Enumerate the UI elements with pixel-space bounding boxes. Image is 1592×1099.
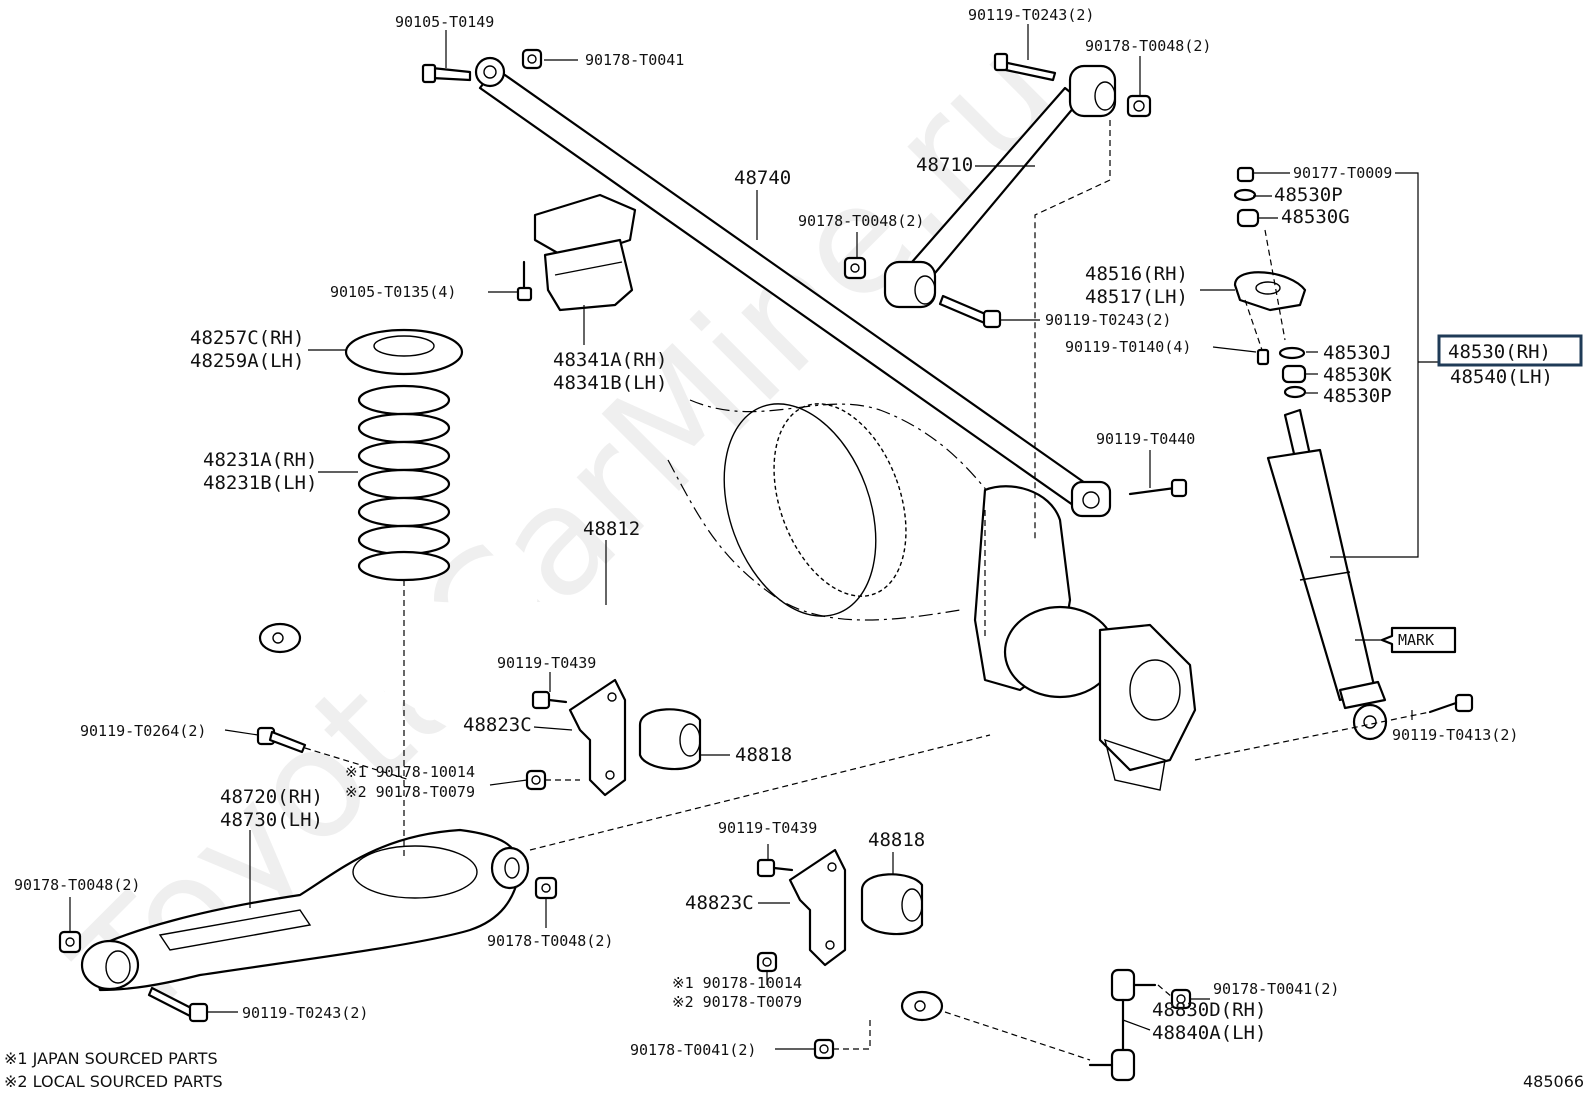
nut-90178-10014-a[interactable] [525,769,547,791]
bolt-90119-T0439-b[interactable] [756,858,794,878]
label-48517: 48517(LH) [1085,286,1188,308]
bolt-90105-T0135[interactable] [516,260,533,302]
washer-48530P-top[interactable] [1233,188,1257,202]
label-48730: 48730(LH) [220,809,323,831]
nut-90178-T0041-bot[interactable] [813,1038,835,1060]
label-90119-T0439-a: 90119-T0439 [497,654,596,672]
label-90178-T0048-left: 90178-T0048(2) [14,876,140,894]
label-48341B: 48341B(LH) [553,372,667,394]
washer-48530P-bottom[interactable] [1283,385,1307,399]
label-48530J: 48530J [1323,342,1392,364]
label-90178-T0041-bot: 90178-T0041(2) [630,1041,756,1059]
nut-90178-T0041[interactable] [521,48,543,70]
footnote-japan-sourced: ※1 JAPAN SOURCED PARTS [4,1049,218,1068]
stabilizer-bracket-48823C-a[interactable] [568,678,627,797]
label-90178-10014-a: ※1 90178-10014 [345,763,475,781]
nut-90178-T0048-top[interactable] [1126,94,1152,118]
label-48830D: 48830D(RH) [1152,999,1266,1021]
label-48530P-top: 48530P [1274,184,1343,206]
label-48530K: 48530K [1323,364,1392,386]
label-48720: 48720(RH) [220,786,323,808]
label-48812: 48812 [583,518,640,540]
label-90119-T0140: 90119-T0140(4) [1065,338,1191,356]
bolt-90119-T0140[interactable] [1256,348,1270,366]
label-90177-T0009: 90177-T0009 [1293,164,1392,182]
washer-48530J[interactable] [1278,346,1306,360]
label-48231B: 48231B(LH) [203,472,317,494]
nut-90178-10014-b[interactable] [756,951,778,973]
label-48823C-a: 48823C [463,714,532,736]
label-90178-T0048-low: 90178-T0048(2) [487,932,613,950]
nut-90178-T0048-low[interactable] [534,876,558,900]
upper-control-arm-48710[interactable] [883,64,1117,309]
label-48341A: 48341A(RH) [553,349,667,371]
bolt-90119-T0264[interactable] [256,726,307,754]
label-48823C-b: 48823C [685,892,754,914]
label-90119-T0413: 90119-T0413(2) [1392,726,1518,744]
label-90178-T0041: 90178-T0041 [585,51,684,69]
label-90119-T0439-b: 90119-T0439 [718,819,817,837]
cushion-48530G[interactable] [1236,208,1260,228]
footnote-local-sourced: ※2 LOCAL SOURCED PARTS [4,1072,223,1091]
label-48818-b: 48818 [868,829,925,851]
shock-bracket-48516[interactable] [1233,271,1307,312]
footnotes: ※1 JAPAN SOURCED PARTS ※2 LOCAL SOURCED … [4,1049,1584,1091]
label-48530P-bottom: 48530P [1323,385,1392,407]
shock-absorber-48530[interactable] [1266,408,1388,741]
label-90178-10014-b: ※1 90178-10014 [672,974,802,992]
stabilizer-bushing-48818-b[interactable] [860,873,924,936]
stabilizer-bracket-48823C-b[interactable] [788,848,847,967]
highlight-48530-RH [1437,334,1583,367]
label-90178-T0079-b: ※2 90178-T0079 [672,993,802,1011]
label-48530-RH[interactable]: 48530(RH) [1448,341,1551,363]
label-90105-T0149: 90105-T0149 [395,13,494,31]
bolt-90119-T0439-a[interactable] [531,690,568,710]
spring-insulator-48257C[interactable] [344,328,464,376]
label-90119-T0243-low: 90119-T0243(2) [242,1004,368,1022]
rear-axle-knuckle-hub[interactable] [973,485,1197,791]
label-90178-T0079-a: ※2 90178-T0079 [345,783,475,801]
bolt-90119-T0243-top[interactable] [993,52,1057,82]
label-90178-T0048-top: 90178-T0048(2) [1085,37,1211,55]
label-48710: 48710 [916,154,973,176]
leader-lines [69,24,1440,1050]
label-90119-T0264: 90119-T0264(2) [80,722,206,740]
label-48516: 48516(RH) [1085,263,1188,285]
label-48818-a: 48818 [735,744,792,766]
label-90119-T0243-top: 90119-T0243(2) [968,6,1094,24]
label-90178-T0041-low: 90178-T0041(2) [1213,980,1339,998]
bolt-90105-T0149[interactable] [421,63,472,84]
part-labels: 90105-T0149 90178-T0041 90119-T0243(2) 9… [14,6,1583,1059]
cushion-48530K[interactable] [1281,364,1307,384]
label-90119-T0440: 90119-T0440 [1096,430,1195,448]
bolt-90119-T0440[interactable] [1128,478,1188,498]
mark-label: MARK [1398,631,1434,649]
lateral-control-rod-48740[interactable] [474,56,1112,518]
label-48740: 48740 [734,167,791,189]
label-48257C: 48257C(RH) [190,327,304,349]
bump-stopper-48341[interactable] [533,193,637,312]
lower-control-arm-48720[interactable] [80,828,530,992]
coil-spring-48231[interactable] [357,384,451,582]
label-48231A: 48231A(RH) [203,449,317,471]
label-48259A: 48259A(LH) [190,350,304,372]
nut-90178-T0048-mid[interactable] [843,256,867,280]
label-48840A: 48840A(LH) [1152,1022,1266,1044]
label-48540-LH: 48540(LH) [1450,366,1553,388]
nut-90178-T0048-left[interactable] [58,930,82,954]
assembly-lines [304,120,1431,1061]
bolt-90119-T0243-mid[interactable] [938,294,1002,329]
label-90105-T0135: 90105-T0135(4) [330,283,456,301]
mark-callout: MARK [1380,626,1457,654]
label-90178-T0048-mid: 90178-T0048(2) [798,212,924,230]
nut-90177-T0009[interactable] [1236,166,1255,183]
bolt-90119-T0413[interactable] [1428,693,1474,714]
figure-id: 485066 [1523,1072,1584,1091]
stabilizer-link-48830D[interactable] [1088,968,1157,1082]
label-90119-T0243-mid: 90119-T0243(2) [1045,311,1171,329]
label-48530G: 48530G [1281,206,1350,228]
stabilizer-bushing-48818-a[interactable] [638,708,702,771]
